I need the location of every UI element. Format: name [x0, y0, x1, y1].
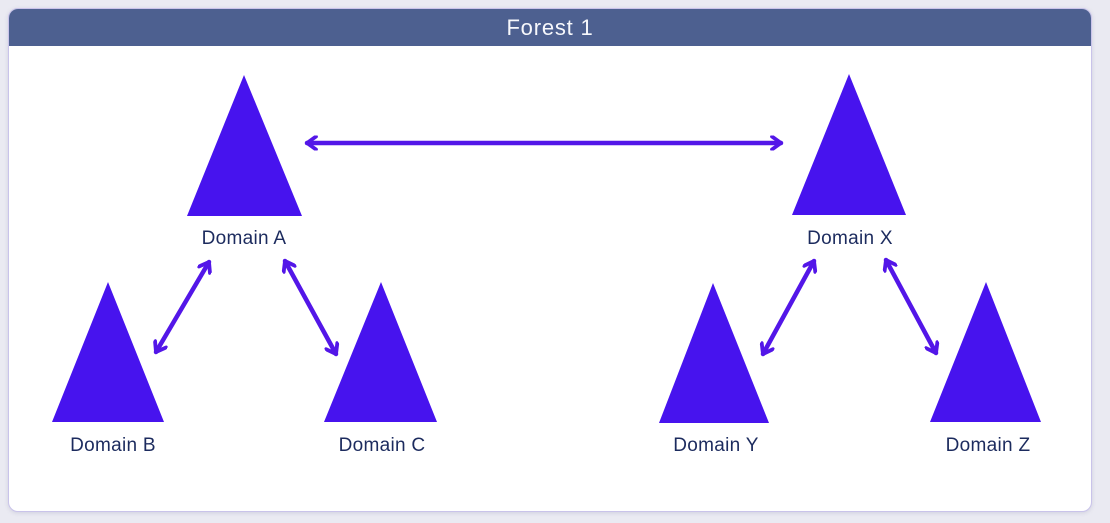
domain-y-triangle	[659, 283, 769, 423]
domain-z-label: Domain Z	[945, 435, 1031, 456]
domain-b-triangle	[52, 282, 164, 422]
trust-arrow-a-c	[285, 258, 336, 357]
domain-c-triangle	[324, 282, 437, 422]
domain-z-triangle	[930, 282, 1041, 422]
domain-a-label: Domain A	[201, 228, 287, 249]
trust-arrow-x-y	[763, 258, 814, 357]
forest-panel-header: Forest 1	[9, 9, 1091, 46]
domain-b-label: Domain B	[70, 435, 156, 456]
domain-a-triangle	[187, 75, 302, 216]
domain-y-label: Domain Y	[673, 435, 759, 456]
trust-arrow-a-b	[156, 259, 209, 355]
forest-title: Forest 1	[506, 14, 594, 40]
domain-x-label: Domain X	[807, 228, 893, 249]
domain-c-label: Domain C	[338, 435, 426, 456]
domain-x-triangle	[792, 74, 906, 215]
trust-arrow-x-z	[886, 257, 936, 356]
